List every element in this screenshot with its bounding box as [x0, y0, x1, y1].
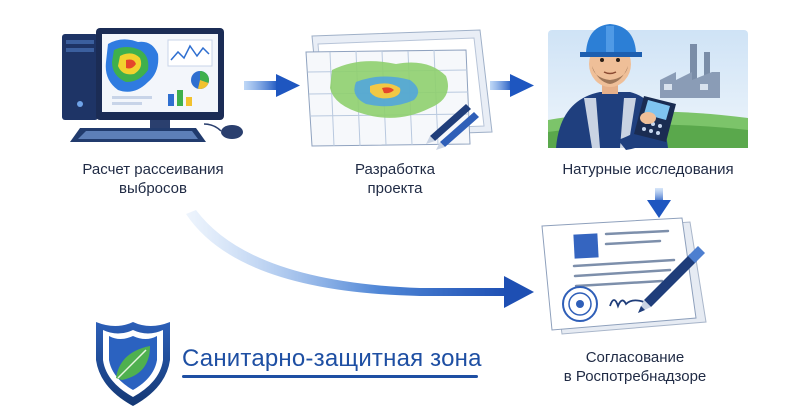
step-project-line2: проекта — [367, 180, 423, 197]
document-icon — [541, 217, 707, 335]
brand-title: Санитарно-защитная зона — [182, 345, 482, 372]
engineer-icon — [548, 24, 748, 150]
step-field-label: Натурные исследования — [548, 160, 748, 179]
map-icon — [305, 29, 493, 150]
step-field-line1: Натурные исследования — [562, 161, 734, 178]
step-project-line1: Разработка — [355, 161, 435, 178]
shield-leaf-icon — [96, 322, 170, 406]
flow-arrow-1 — [244, 74, 300, 97]
step-approval-line1: Согласование — [585, 349, 685, 366]
flow-arrow-down — [647, 188, 671, 218]
step-approval-line2: в Роспотребнадзоре — [563, 368, 707, 385]
brand-underline — [182, 375, 478, 378]
computer-icon — [62, 28, 243, 142]
step-emissions-line1: Расчет рассеивания — [82, 161, 224, 178]
flow-arrow-2 — [490, 74, 534, 97]
step-approval-label: Согласование в Роспотребнадзоре — [540, 348, 730, 386]
step-emissions-line2: выбросов — [118, 180, 187, 197]
step-project-label: Разработка проекта — [320, 160, 470, 198]
step-emissions-label: Расчет рассеивания выбросов — [58, 160, 248, 198]
flow-arrow-curve — [186, 210, 534, 308]
